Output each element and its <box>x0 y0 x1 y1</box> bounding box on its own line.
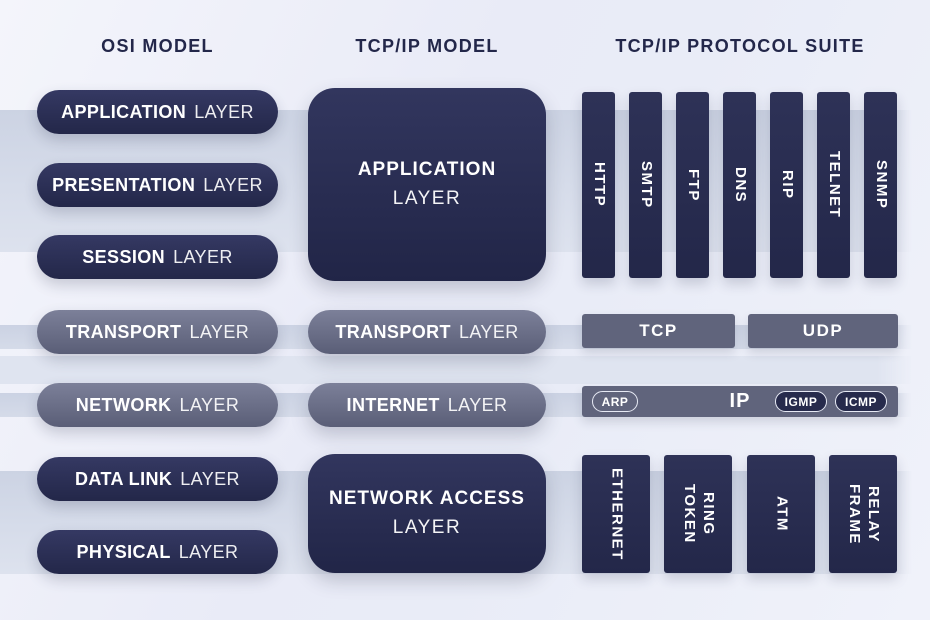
protocol-box-atm: ATM <box>747 455 815 573</box>
header-osi-model: OSI MODEL <box>101 36 214 56</box>
layer-suffix: LAYER <box>194 101 254 122</box>
protocol-row-ip: IP ARP IGMP ICMP <box>582 386 898 417</box>
protocol-label: ETHERNET <box>608 467 626 561</box>
box-title: APPLICATION <box>357 159 497 180</box>
protocol-label: RIP <box>778 170 796 200</box>
protocol-box-udp: UDP <box>748 314 898 348</box>
protocol-box-token-ring: TOKEN RING <box>664 455 732 573</box>
layer-suffix: LAYER <box>203 174 263 195</box>
protocol-bar-smtp: SMTP <box>629 92 662 278</box>
protocol-box-frame-relay: FRAME RELAY <box>829 455 897 573</box>
protocol-label: DNS <box>731 166 749 204</box>
layer-suffix: LAYER <box>179 394 240 415</box>
osi-layer-session: SESSION LAYER <box>37 235 278 279</box>
band-between-rows <box>0 356 916 384</box>
protocol-box-ethernet: ETHERNET <box>582 455 650 573</box>
osi-layer-transport: TRANSPORT LAYER <box>37 310 278 354</box>
tcpip-application-layer-box: APPLICATION LAYER <box>308 88 546 281</box>
osi-layer-network: NETWORK LAYER <box>37 383 278 427</box>
header-protocol-suite: TCP/IP PROTOCOL SUITE <box>615 36 865 56</box>
protocol-bar-telnet: TELNET <box>817 92 850 278</box>
layer-suffix: LAYER <box>178 541 239 562</box>
protocol-bar-rip: RIP <box>770 92 803 278</box>
box-subtitle: LAYER <box>392 188 462 209</box>
box-title: NETWORK ACCESS <box>329 488 525 509</box>
layer-name: APPLICATION <box>61 101 187 122</box>
layer-name: NETWORK <box>75 394 172 415</box>
protocol-label: FTP <box>684 168 702 202</box>
protocol-label: FRAME RELAY <box>846 483 882 545</box>
protocol-label: SMTP <box>637 161 655 209</box>
protocol-label: TELNET <box>825 151 843 219</box>
protocol-bar-http: HTTP <box>582 92 615 278</box>
ip-label: IP <box>729 390 751 412</box>
layer-suffix: LAYER <box>189 321 250 342</box>
osi-layer-data-link: DATA LINK LAYER <box>37 457 278 501</box>
protocol-bar-ftp: FTP <box>676 92 709 278</box>
protocol-label: ATM <box>773 496 791 532</box>
layer-name: INTERNET <box>346 394 440 415</box>
protocol-label: TOKEN RING <box>681 484 717 544</box>
protocol-pill-igmp: IGMP <box>775 391 827 412</box>
layer-name: DATA LINK <box>75 468 173 489</box>
layer-name: PHYSICAL <box>76 541 171 562</box>
layer-name: PRESENTATION <box>52 174 196 195</box>
header-tcpip-model: TCP/IP MODEL <box>355 36 499 56</box>
tcpip-network-access-layer-box: NETWORK ACCESS LAYER <box>308 454 546 573</box>
protocol-pill-icmp: ICMP <box>835 391 887 412</box>
tcpip-transport-layer-pill: TRANSPORT LAYER <box>308 310 546 354</box>
layer-name: SESSION <box>82 246 166 267</box>
osi-layer-physical: PHYSICAL LAYER <box>37 530 278 574</box>
osi-layer-application: APPLICATION LAYER <box>37 90 278 134</box>
layer-suffix: LAYER <box>458 321 519 342</box>
protocol-label: HTTP <box>590 162 608 208</box>
protocol-bar-dns: DNS <box>723 92 756 278</box>
layer-suffix: LAYER <box>447 394 508 415</box>
layer-name: TRANSPORT <box>335 321 451 342</box>
layer-suffix: LAYER <box>180 468 240 489</box>
protocol-bar-snmp: SNMP <box>864 92 897 278</box>
layer-suffix: LAYER <box>173 246 233 267</box>
protocol-box-tcp: TCP <box>582 314 735 348</box>
protocol-label: SNMP <box>872 160 890 210</box>
box-subtitle: LAYER <box>392 517 462 538</box>
osi-layer-presentation: PRESENTATION LAYER <box>37 163 278 207</box>
layer-name: TRANSPORT <box>65 321 182 342</box>
protocol-pill-arp: ARP <box>592 391 638 412</box>
tcpip-internet-layer-pill: INTERNET LAYER <box>308 383 546 427</box>
